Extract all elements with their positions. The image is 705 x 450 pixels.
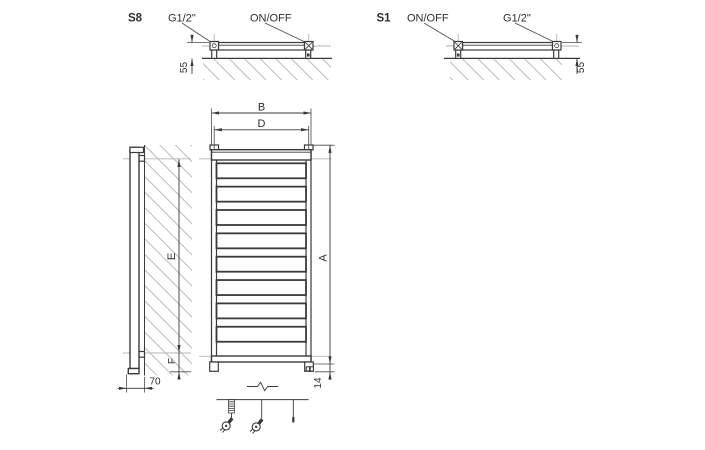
power-plug-icon <box>217 415 236 435</box>
dim-A: A <box>317 254 329 262</box>
rung <box>215 232 307 250</box>
foot-left <box>209 361 219 372</box>
cable-option-straight-plug <box>247 399 266 436</box>
front-view-rungs <box>215 162 307 343</box>
rung <box>215 255 307 273</box>
top-view-s1: S1 ON/OFF G1/2" 55 <box>377 13 587 80</box>
wall-hatch <box>203 59 331 80</box>
rung <box>215 209 307 226</box>
wall-bracket-bottom <box>138 350 146 358</box>
top-view-s8: S8 G1/2" ON/OFF 55 <box>128 13 332 80</box>
switch-mark <box>457 53 460 57</box>
heater-element-detail <box>309 366 314 372</box>
port-label-g12-s8: G1/2" <box>168 13 196 25</box>
collector-bar <box>461 41 554 51</box>
wall-hatch <box>450 59 562 80</box>
rung <box>215 302 307 320</box>
leader-line <box>514 22 554 42</box>
electrical-options <box>216 381 309 436</box>
dim-F: F <box>167 358 178 364</box>
onoff-fitting-cross <box>454 42 462 50</box>
wall-bracket-top <box>138 154 146 162</box>
dim-E: E <box>166 253 178 260</box>
rung <box>215 279 307 296</box>
dim-14: 14 <box>313 377 324 389</box>
heater-element-detail <box>305 366 310 372</box>
panel-profile <box>129 146 140 370</box>
panel-foot <box>127 367 140 375</box>
onoff-fitting-cross <box>305 42 313 50</box>
g12-fitting-detail <box>211 43 217 49</box>
leader-line <box>264 22 305 42</box>
rung <box>215 185 307 203</box>
port-label-onoff-s1: ON/OFF <box>407 13 449 25</box>
dim-70: 70 <box>149 377 161 388</box>
break-symbol <box>247 381 279 392</box>
port-label-g12-s1: G1/2" <box>503 13 531 25</box>
collector-bar <box>217 41 306 51</box>
spiral-cable-coils <box>228 401 235 411</box>
side-view: E F 70 <box>117 145 192 393</box>
fitting-stem <box>211 49 218 59</box>
dim-55-s8: 55 <box>179 62 190 74</box>
g12-fitting <box>551 40 562 51</box>
g12-fitting <box>209 40 220 51</box>
top-collector <box>210 148 312 161</box>
dim-55-s1: 55 <box>576 62 587 74</box>
fitting-stem <box>553 49 560 59</box>
leader-line <box>181 22 211 42</box>
front-view: B D A 14 <box>199 102 335 389</box>
rung <box>215 325 307 343</box>
panel-top-hook <box>129 146 145 154</box>
switch-mark <box>307 53 310 57</box>
rung <box>215 162 307 180</box>
wall-hatch <box>144 145 192 376</box>
bottom-collector <box>210 355 312 363</box>
view-label-s8: S8 <box>128 13 143 25</box>
dim-B: B <box>258 102 265 114</box>
dim-D: D <box>258 118 266 130</box>
power-plug-icon <box>247 416 266 436</box>
leader-line <box>423 22 456 42</box>
cable-option-spiral <box>217 399 236 435</box>
port-label-onoff-s8: ON/OFF <box>250 13 292 25</box>
view-label-s1: S1 <box>377 13 392 25</box>
g12-fitting-detail <box>554 43 560 49</box>
